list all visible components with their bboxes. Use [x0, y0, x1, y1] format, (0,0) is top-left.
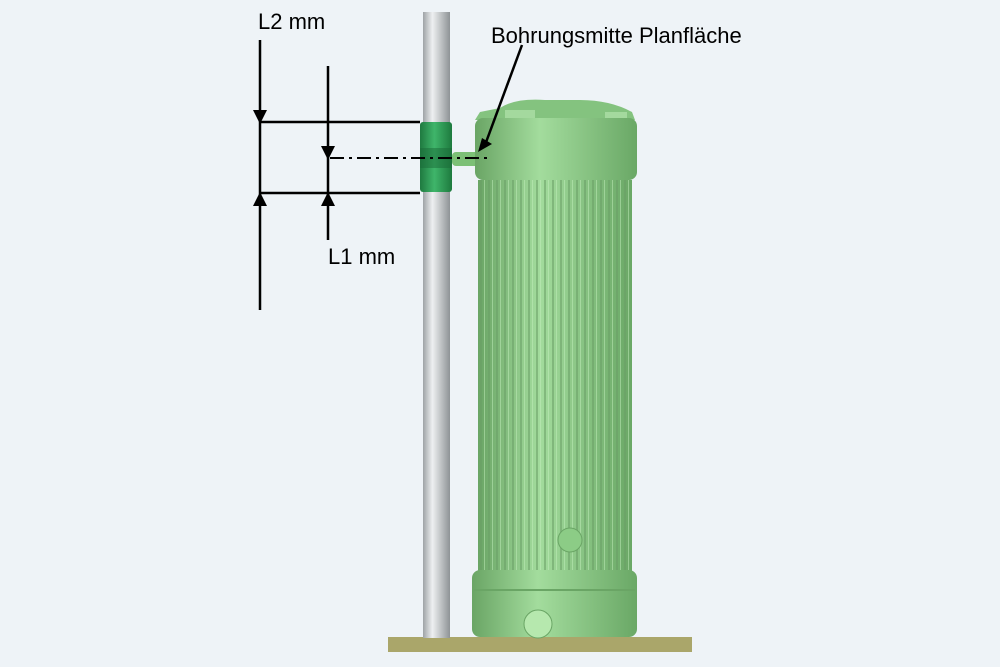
ground-plate	[388, 637, 692, 652]
label-callout: Bohrungsmitte Planfläche	[491, 23, 742, 48]
dimension-lines	[258, 40, 524, 310]
collar-band	[420, 148, 452, 168]
label-l1: L1 mm	[328, 244, 395, 269]
arrowheads	[253, 110, 492, 206]
label-l2: L2 mm	[258, 9, 325, 34]
downpipe	[423, 12, 450, 638]
rain-barrel	[472, 99, 637, 639]
